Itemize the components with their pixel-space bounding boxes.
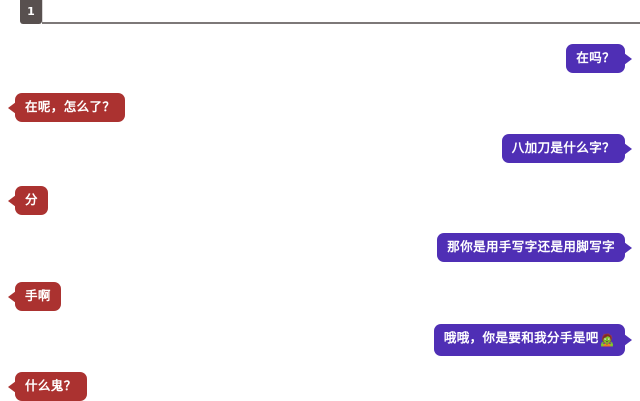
message-text: 在呢，怎么了？ xyxy=(25,99,116,114)
emoji-icon: 🧟 xyxy=(599,333,615,347)
message-text: 分 xyxy=(25,192,38,207)
outgoing-message-bubble[interactable]: 哦哦，你是要和我分手是吧🧟 xyxy=(433,324,633,356)
message-row: 什么鬼？ xyxy=(8,372,87,401)
header-divider xyxy=(42,22,640,24)
page-number-badge: 1 xyxy=(20,0,42,24)
message-row: 在呢，怎么了？ xyxy=(7,93,126,123)
outgoing-message-bubble[interactable]: 八加刀是什么字？ xyxy=(501,134,633,164)
incoming-message-bubble[interactable]: 分 xyxy=(8,186,48,216)
message-text: 八加刀是什么字？ xyxy=(511,140,615,155)
incoming-message-bubble[interactable]: 手啊 xyxy=(8,282,61,312)
message-text: 哦哦，你是要和我分手是吧 xyxy=(443,330,599,345)
outgoing-message-bubble[interactable]: 在吗？ xyxy=(566,44,632,74)
chat-thread: 在吗？ 在呢，怎么了？ 八加刀是什么字？ 分那你是用手写字还是用脚写字手啊哦哦，你是要… xyxy=(0,24,640,401)
header-panel xyxy=(42,0,640,22)
incoming-message-bubble[interactable]: 在呢，怎么了？ xyxy=(7,93,126,123)
page-header: 1 xyxy=(0,0,640,24)
incoming-message-bubble[interactable]: 什么鬼？ xyxy=(8,372,87,401)
message-text: 那你是用手写字还是用脚写字 xyxy=(447,239,615,254)
message-row: 哦哦，你是要和我分手是吧🧟 xyxy=(433,324,633,356)
message-row: 分 xyxy=(8,186,48,216)
message-text: 手啊 xyxy=(25,288,51,303)
message-row: 手啊 xyxy=(8,282,61,312)
message-row: 八加刀是什么字？ xyxy=(501,134,633,164)
message-text: 在吗？ xyxy=(576,50,615,65)
outgoing-message-bubble[interactable]: 那你是用手写字还是用脚写字 xyxy=(437,233,632,263)
message-row: 在吗？ xyxy=(566,44,632,74)
message-row: 那你是用手写字还是用脚写字 xyxy=(437,233,632,263)
message-text: 什么鬼？ xyxy=(25,378,77,393)
